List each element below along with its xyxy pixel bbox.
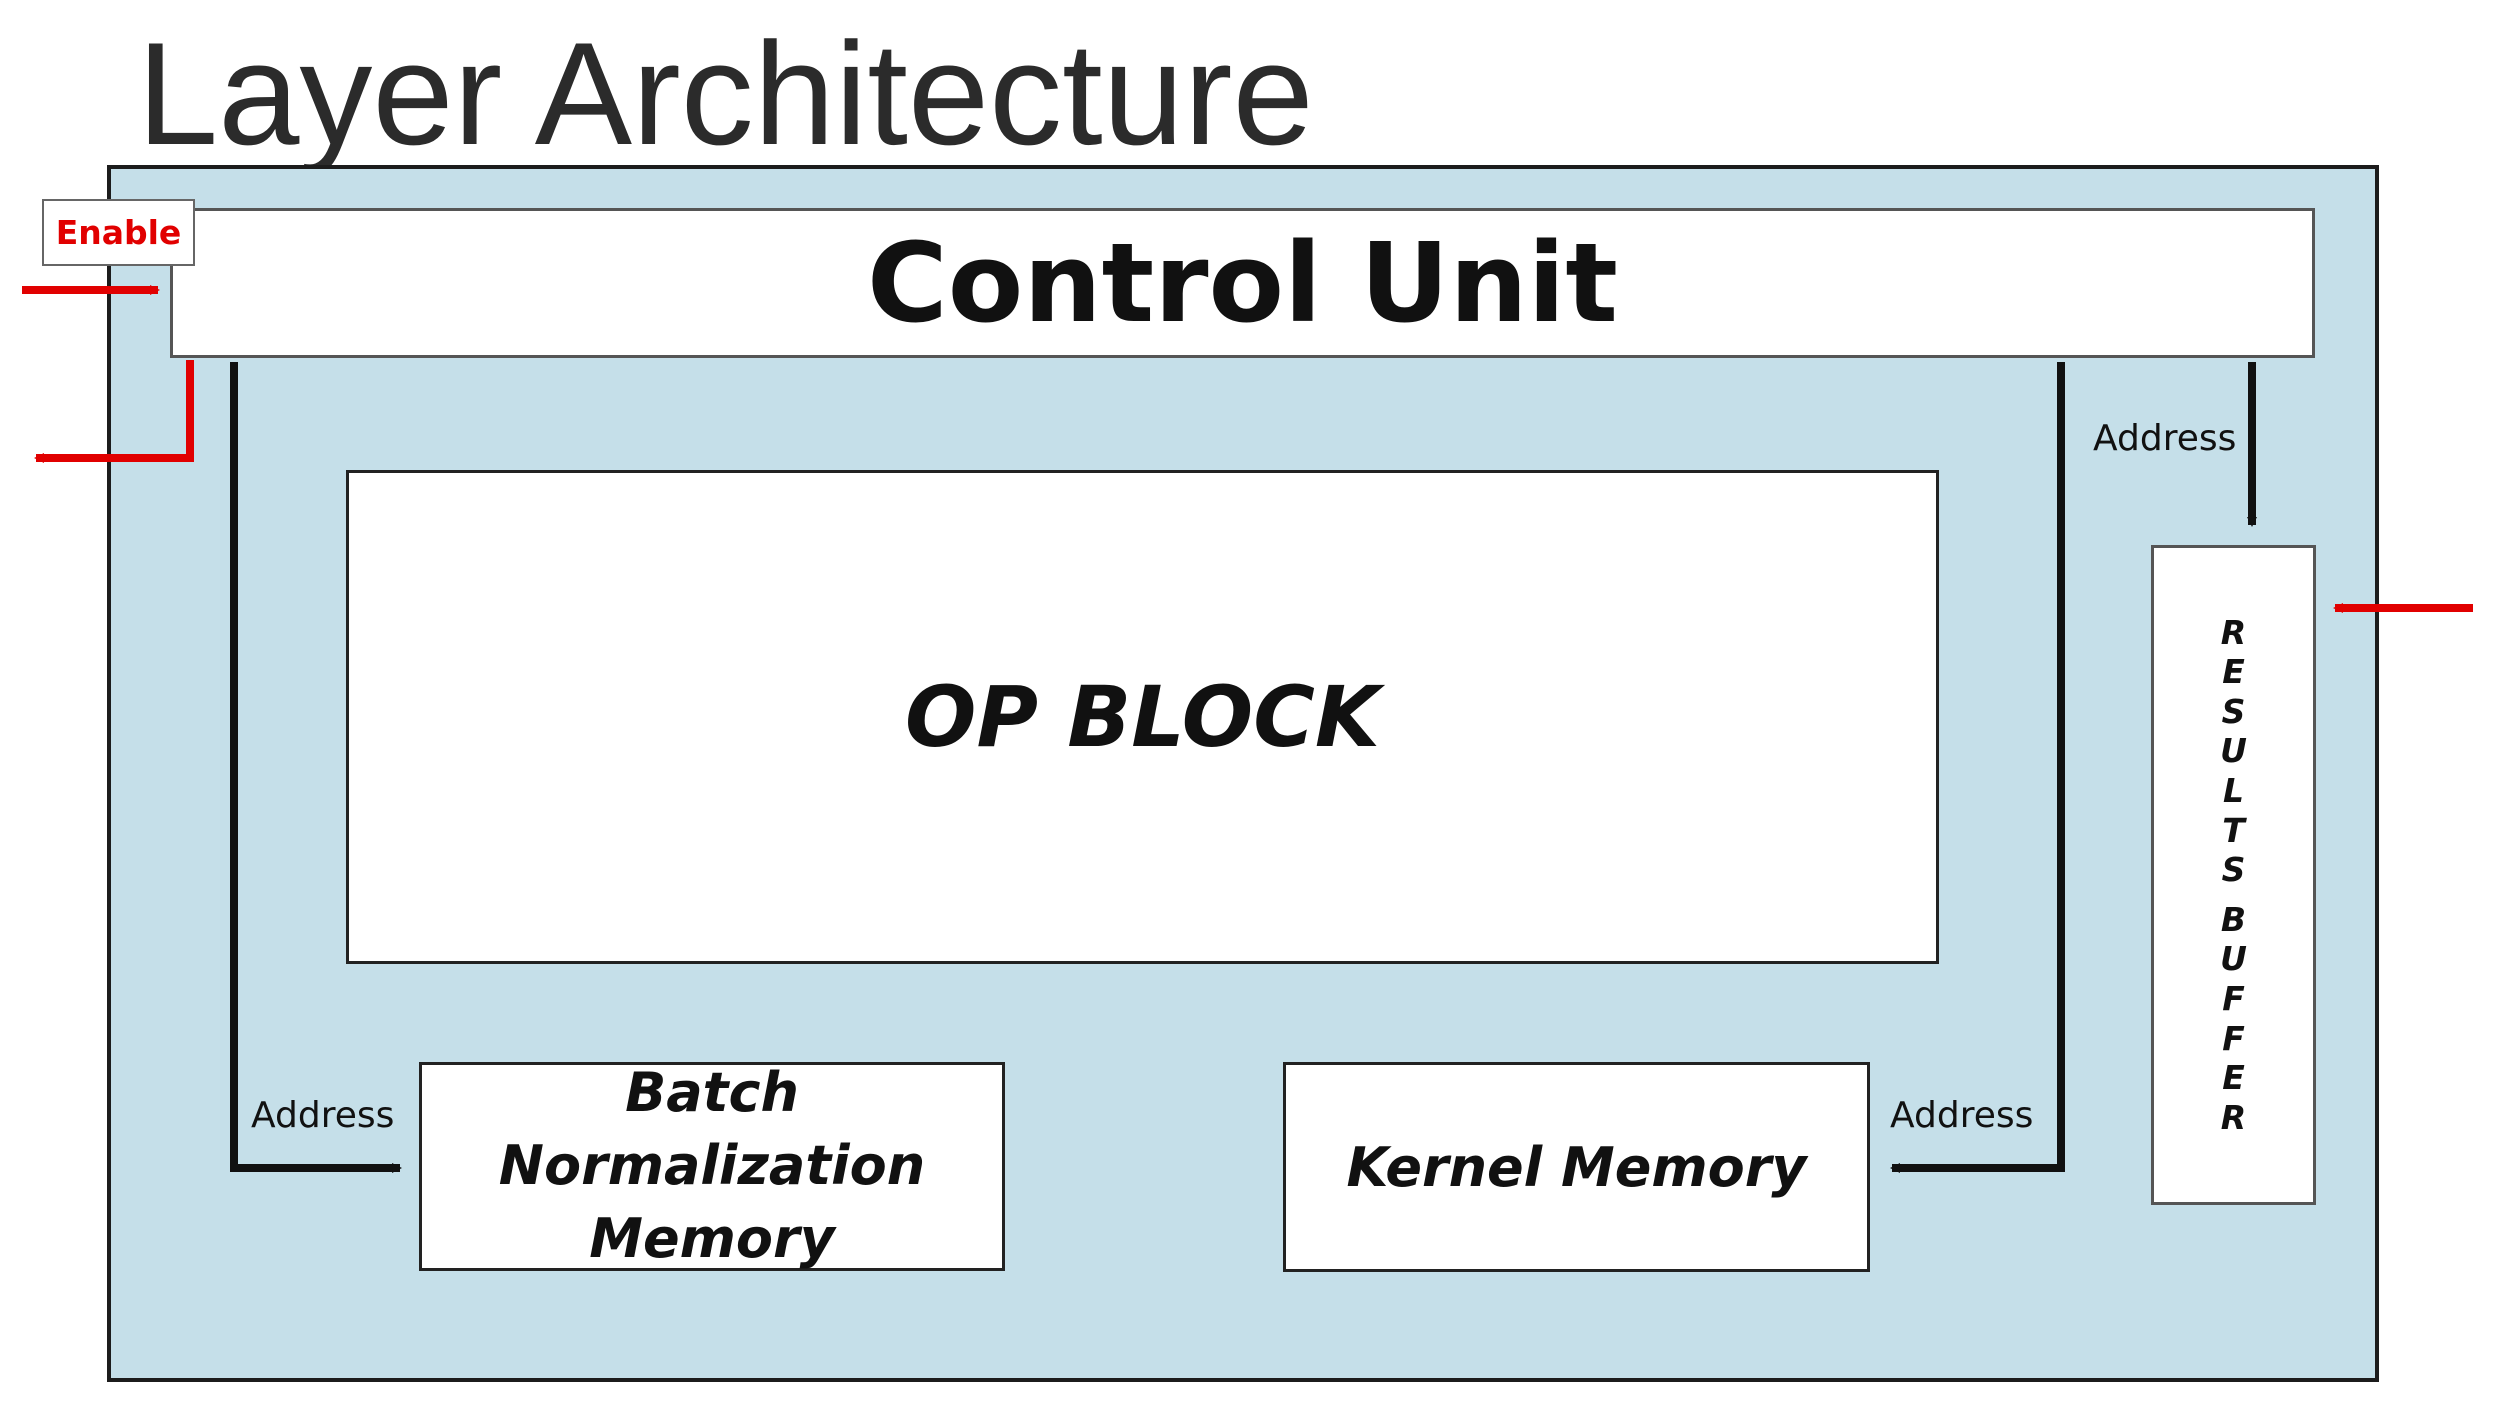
address-label-batch-norm: Address [251, 1095, 395, 1136]
results-buffer-letter: S [2221, 691, 2246, 731]
results-buffer-letter: E [2222, 652, 2245, 692]
results-buffer-letter: R [2220, 1097, 2247, 1137]
results-buffer-letter: R [2220, 612, 2247, 652]
results-buffer-letter: T [2222, 810, 2245, 850]
enable-output-arrow [34, 360, 194, 463]
results-buffer-letter: E [2222, 1058, 2245, 1098]
results-buffer-letter: L [2222, 771, 2245, 811]
control-unit-block: Control Unit [170, 208, 2315, 358]
enable-label: Enable [42, 199, 195, 266]
op-block: OP BLOCK [346, 470, 1939, 964]
results-buffer-letter: S [2221, 850, 2246, 890]
results-buffer-letter: F [2222, 1018, 2245, 1058]
address-to-batch-norm-arrow [230, 362, 402, 1173]
batch-norm-label-line1: Batch Normalization [498, 1061, 926, 1198]
address-label-kernel: Address [1890, 1095, 2034, 1136]
batch-normalization-memory-block: Batch Normalization Memory [419, 1061, 1005, 1271]
results-buffer-letter: B [2220, 899, 2247, 939]
results-buffer-block: R E S U L T S B U F F E R [2151, 545, 2316, 1205]
address-label-results: Address [2093, 418, 2237, 459]
results-buffer-letter: F [2222, 978, 2245, 1018]
kernel-memory-block: Kernel Memory [1283, 1062, 1870, 1272]
results-buffer-letter: U [2220, 731, 2247, 771]
page-title: Layer Architecture [137, 12, 1314, 175]
results-buffer-letter: U [2220, 939, 2247, 979]
batch-norm-label-line2: Memory [589, 1206, 835, 1270]
address-to-kernel-memory-arrow [1890, 362, 2065, 1173]
